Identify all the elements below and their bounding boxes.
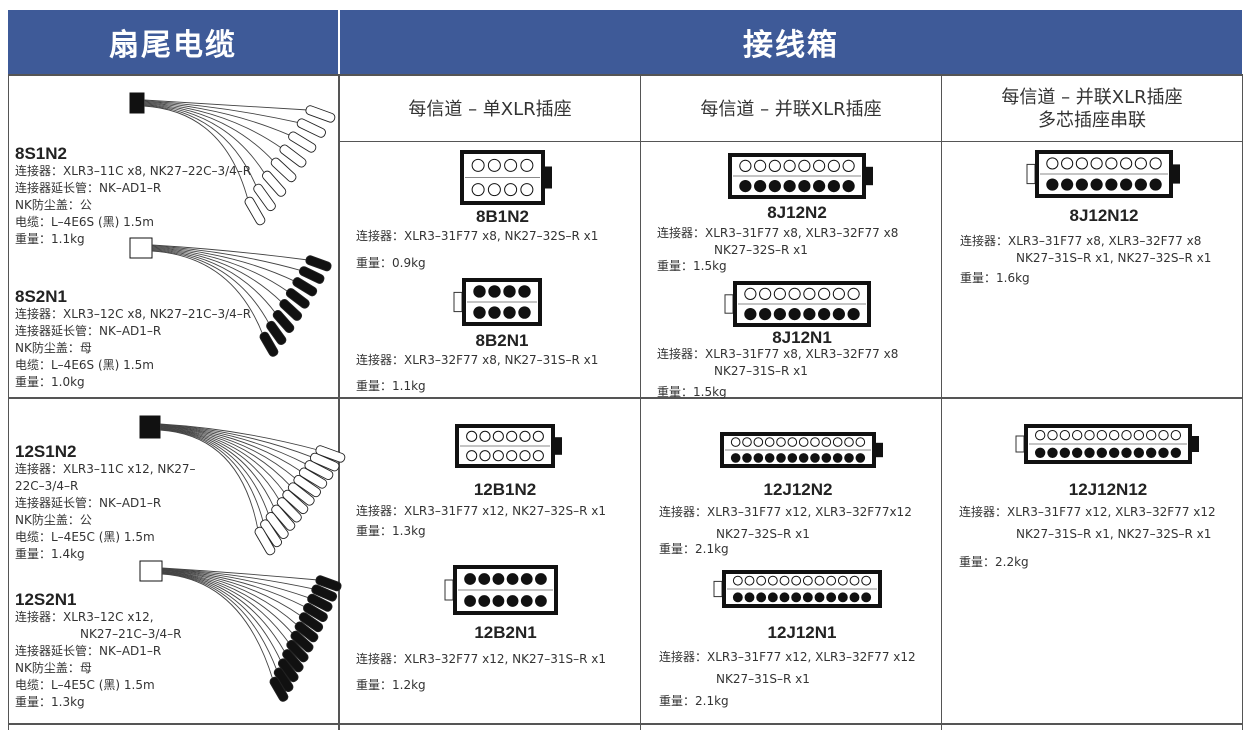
box-spec-line: 连接器：XLR3–31F77 x8, XLR3–32F77 x8: [657, 226, 899, 240]
cable-model-name: 8S1N2: [15, 144, 67, 163]
cable-spec-line: 电缆：L–4E6S (黑) 1.5m: [15, 358, 154, 372]
cable-spec-line: 电缆：L–4E5C (黑) 1.5m: [15, 530, 155, 544]
junction-box-connector-panel: [1026, 150, 1180, 198]
cable-spec-line: 连接器：XLR3–12C x12,: [15, 610, 154, 624]
cable-spec-line: NK防尘盖：母: [15, 661, 92, 675]
cable-spec-line: 连接器延长管：NK–AD1–R: [15, 181, 162, 195]
col-header-parallel: 每信道 – 并联XLR插座: [700, 98, 882, 120]
cable-spec-line: 电缆：L–4E6S (黑) 1.5m: [15, 215, 154, 229]
cable-spec-line: 连接器延长管：NK–AD1–R: [15, 496, 162, 510]
box-spec-line: NK27–32S–R x1: [714, 243, 808, 257]
box-spec-line: NK27–31S–R x1, NK27–32S–R x1: [1016, 527, 1212, 541]
box-spec-line: 连接器：XLR3–31F77 x8, XLR3–32F77 x8: [960, 234, 1202, 248]
box-spec-line: 连接器：XLR3–32F77 x12, NK27–31S–R x1: [356, 652, 607, 666]
cable-spec-line: 电缆：L–4E5C (黑) 1.5m: [15, 678, 155, 692]
box-spec-line: 连接器：XLR3–31F77 x12, XLR3–32F77 x12: [959, 505, 1216, 519]
box-spec-line: 连接器：XLR3–31F77 x12, XLR3–32F77x12: [659, 505, 912, 519]
box-weight: 重量：0.9kg: [356, 256, 426, 270]
cable-model-name: 12S1N2: [15, 442, 77, 461]
junction-box-connector-panel: [728, 153, 873, 199]
box-weight: 重量：2.1kg: [659, 542, 729, 556]
box-model-name: 8J12N2: [767, 203, 827, 222]
cable-spec-line: 重量：1.3kg: [15, 695, 85, 709]
box-weight: 重量：1.2kg: [356, 678, 426, 692]
box-spec-line: 连接器：XLR3–31F77 x8, XLR3–32F77 x8: [657, 347, 899, 361]
cable-spec-line: 连接器延长管：NK–AD1–R: [15, 324, 162, 338]
box-weight: 重量：2.1kg: [659, 694, 729, 708]
box-model-name: 12J12N12: [1068, 480, 1148, 499]
fan-cable-illustration: [129, 237, 332, 357]
col-header-line1: 每信道 – 并联XLR插座: [1001, 87, 1183, 108]
box-model-name: 12J12N2: [763, 480, 833, 499]
header-fan-cable: 扇尾电缆: [8, 10, 338, 74]
junction-box-connector-panel: [724, 281, 871, 327]
junction-box-connector-panel: [713, 570, 882, 608]
box-weight: 重量：1.6kg: [960, 271, 1030, 285]
box-model-name: 8J12N12: [1069, 206, 1139, 225]
box-weight: 重量：1.5kg: [657, 259, 727, 273]
box-weight: 重量：1.1kg: [356, 379, 426, 393]
box-model-name: 8B1N2: [476, 207, 529, 226]
box-model-name: 12B1N2: [473, 480, 537, 499]
fan-cable-illustration: [139, 415, 346, 556]
cable-spec-line: 22C–3/4–R: [15, 479, 79, 493]
junction-box-connector-panel: [453, 278, 542, 326]
junction-box-connector-panel: [720, 432, 883, 468]
box-model-name: 8B2N1: [475, 331, 529, 350]
junction-box-connector-panel: [444, 565, 558, 615]
cable-model-name: 8S2N1: [15, 287, 67, 306]
box-spec-line: 连接器：XLR3–32F77 x8, NK27–31S–R x1: [356, 353, 599, 367]
box-spec-line: 连接器：XLR3–31F77 x8, NK27–32S–R x1: [356, 229, 599, 243]
box-spec-line: NK27–31S–R x1, NK27–32S–R x1: [1016, 251, 1212, 265]
box-model-name: 12J12N1: [767, 623, 837, 642]
cable-spec-line: 重量：1.0kg: [15, 375, 85, 389]
box-spec-line: 连接器：XLR3–31F77 x12, NK27–32S–R x1: [356, 504, 607, 518]
junction-box-connector-panel: [1015, 424, 1199, 464]
cable-spec-line: 连接器：XLR3–11C x12, NK27–: [15, 462, 196, 476]
box-spec-line: NK27–32S–R x1: [716, 527, 810, 541]
cable-model-name: 12S2N1: [15, 590, 77, 609]
cable-spec-line: 连接器：XLR3–12C x8, NK27–21C–3/4–R: [15, 307, 252, 321]
cable-spec-line: NK防尘盖：公: [15, 198, 92, 212]
col-header-single: 每信道 – 单XLR插座: [408, 98, 572, 120]
box-spec-line: 连接器：XLR3–31F77 x12, XLR3–32F77 x12: [659, 650, 916, 664]
cable-spec-line: 连接器延长管：NK–AD1–R: [15, 644, 162, 658]
box-model-name: 12B2N1: [474, 623, 537, 642]
col-header-line2: 多芯插座串联: [1038, 110, 1146, 131]
fan-cable-illustration: [139, 560, 342, 702]
box-spec-line: NK27–31S–R x1: [716, 672, 810, 686]
cable-spec-line: NK27–21C–3/4–R: [80, 627, 182, 641]
junction-box-connector-panel: [455, 424, 562, 468]
cable-spec-line: 连接器：XLR3–11C x8, NK27–22C–3/4–R: [15, 164, 252, 178]
box-weight: 重量：1.5kg: [657, 385, 727, 399]
box-model-name: 8J12N1: [772, 328, 832, 347]
junction-box-connector-panel: [460, 150, 552, 205]
cable-spec-line: 重量：1.4kg: [15, 547, 85, 561]
fan-cable-illustration: [129, 92, 336, 226]
box-weight: 重量：1.3kg: [356, 524, 426, 538]
box-weight: 重量：2.2kg: [959, 555, 1029, 569]
box-spec-line: NK27–31S–R x1: [714, 364, 808, 378]
cable-spec-line: NK防尘盖：母: [15, 341, 92, 355]
cable-spec-line: NK防尘盖：公: [15, 513, 92, 527]
col-header-multicore: 每信道 – 并联XLR插座 多芯插座串联: [942, 76, 1242, 142]
header-junction-box: 接线箱: [340, 10, 1242, 74]
cable-spec-line: 重量：1.1kg: [15, 232, 85, 246]
